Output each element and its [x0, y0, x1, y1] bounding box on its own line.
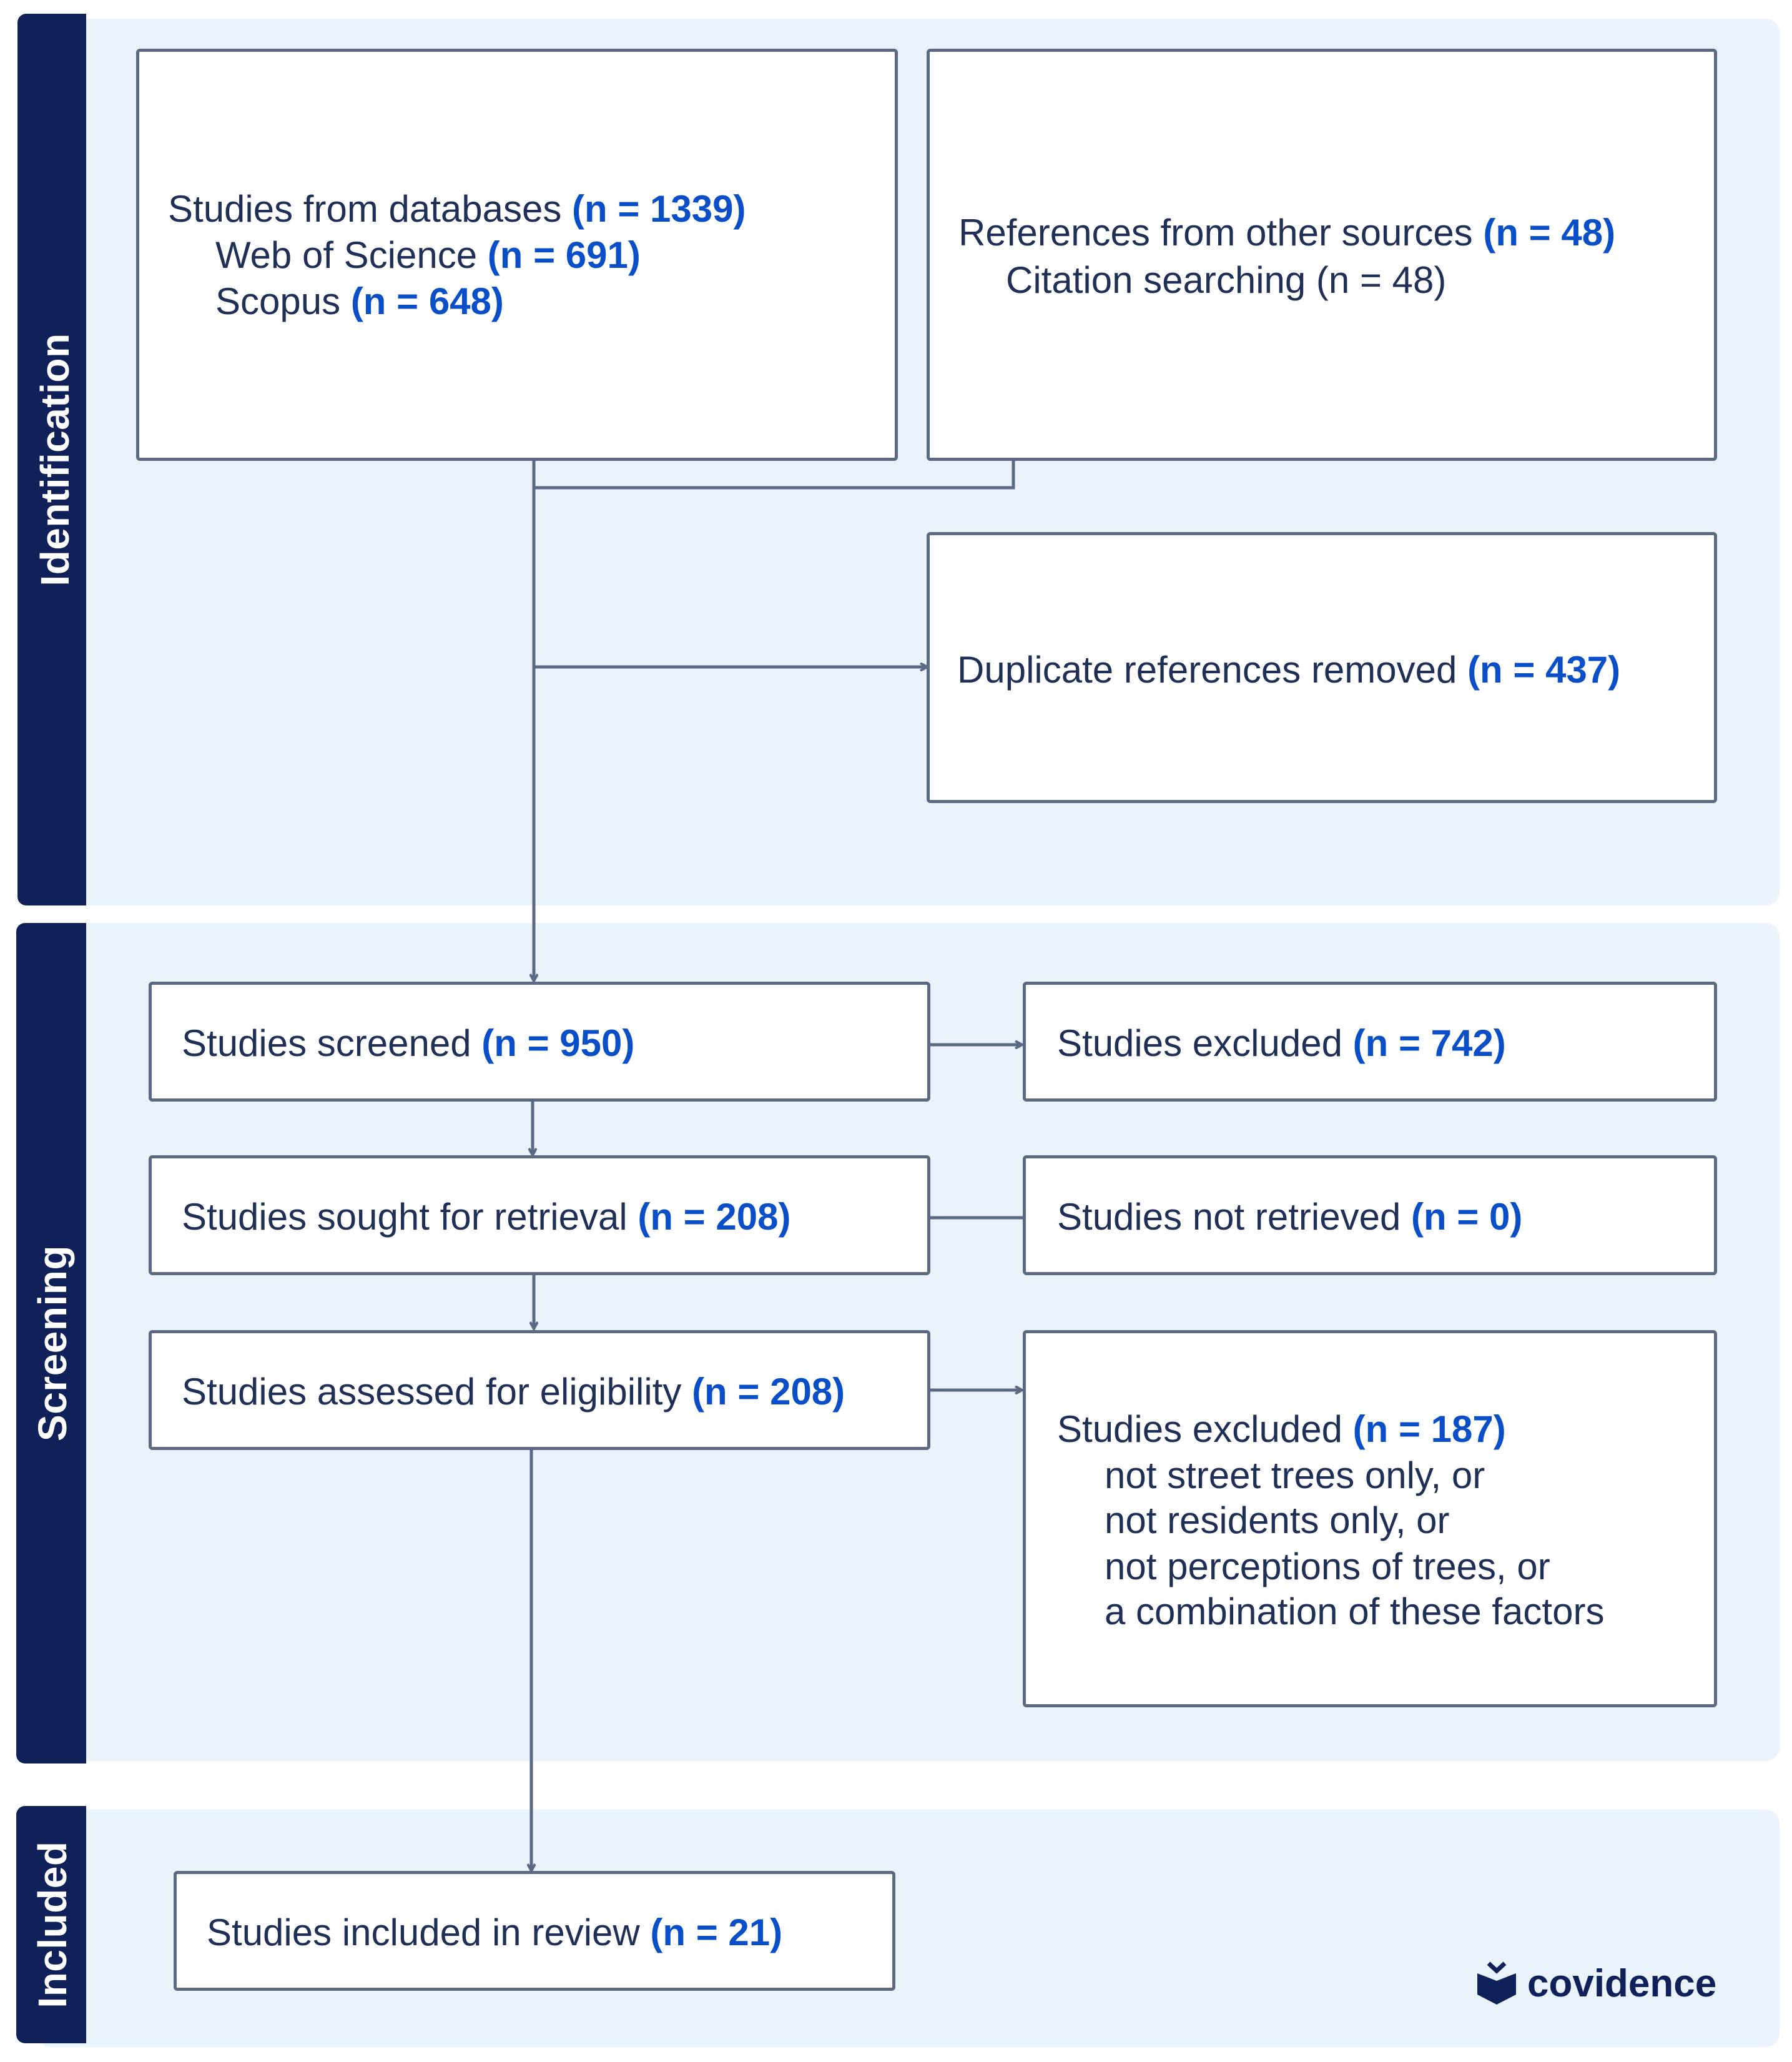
included-box: Studies included in review (n = 21) [174, 1871, 895, 1991]
exclusion-reason: not residents only, or [1105, 1499, 1450, 1541]
exclusion-reason: a combination of these factors [1105, 1591, 1605, 1632]
excluded-full-line: Studies excluded (n = 187) [1057, 1408, 1506, 1450]
screened-box: Studies screened (n = 950) [149, 982, 930, 1102]
identification-tab: Identification [17, 14, 86, 905]
screened-count: (n = 950) [481, 1022, 635, 1064]
other-sources-box: References from other sources (n = 48) C… [927, 49, 1717, 461]
web-of-science-line: Web of Science (n = 691) [215, 234, 641, 276]
scopus-line: Scopus (n = 648) [215, 280, 504, 322]
included-line: Studies included in review (n = 21) [207, 1912, 783, 1953]
not-retrieved-box: Studies not retrieved (n = 0) [1023, 1155, 1717, 1275]
databases-line1: Studies from databases (n = 1339) [168, 188, 746, 230]
other-sources-count: (n = 48) [1483, 212, 1616, 254]
retrieval-box: Studies sought for retrieval (n = 208) [149, 1155, 930, 1275]
excluded-full-box: Studies excluded (n = 187) not street tr… [1023, 1330, 1717, 1707]
web-of-science-count: (n = 691) [487, 234, 641, 276]
excluded-screen-line: Studies excluded (n = 742) [1057, 1022, 1506, 1064]
eligibility-count: (n = 208) [692, 1371, 845, 1413]
other-sources-line1: References from other sources (n = 48) [958, 212, 1616, 254]
eligibility-box: Studies assessed for eligibility (n = 20… [149, 1330, 930, 1450]
included-count: (n = 21) [650, 1912, 783, 1953]
duplicates-count: (n = 437) [1467, 649, 1621, 691]
citation-searching-line: Citation searching (n = 48) [1006, 259, 1447, 301]
covidence-logo: covidence [1475, 1961, 1716, 2006]
retrieval-line: Studies sought for retrieval (n = 208) [182, 1196, 791, 1238]
exclusion-reason: not street trees only, or [1105, 1454, 1485, 1496]
excluded-full-count: (n = 187) [1352, 1408, 1506, 1450]
databases-count: (n = 1339) [572, 188, 746, 230]
duplicates-box: Duplicate references removed (n = 437) [927, 532, 1717, 803]
eligibility-line: Studies assessed for eligibility (n = 20… [182, 1371, 845, 1413]
screening-tab: Screening [16, 923, 86, 1764]
merge-line [534, 459, 1015, 490]
included-tab: Included [16, 1806, 86, 2043]
retrieval-count: (n = 208) [638, 1196, 791, 1238]
scopus-count: (n = 648) [350, 280, 504, 322]
covidence-logo-icon [1477, 1961, 1516, 2005]
databases-box: Studies from databases (n = 1339) Web of… [136, 49, 898, 461]
screened-line: Studies screened (n = 950) [182, 1022, 635, 1064]
duplicates-line: Duplicate references removed (n = 437) [957, 649, 1621, 691]
covidence-logo-text: covidence [1527, 1961, 1717, 2005]
not-retrieved-line: Studies not retrieved (n = 0) [1057, 1196, 1523, 1238]
not-retrieved-count: (n = 0) [1410, 1196, 1523, 1238]
exclusion-reason: not perceptions of trees, or [1105, 1546, 1550, 1587]
excluded-screen-box: Studies excluded (n = 742) [1023, 982, 1717, 1102]
excluded-screen-count: (n = 742) [1352, 1022, 1506, 1064]
